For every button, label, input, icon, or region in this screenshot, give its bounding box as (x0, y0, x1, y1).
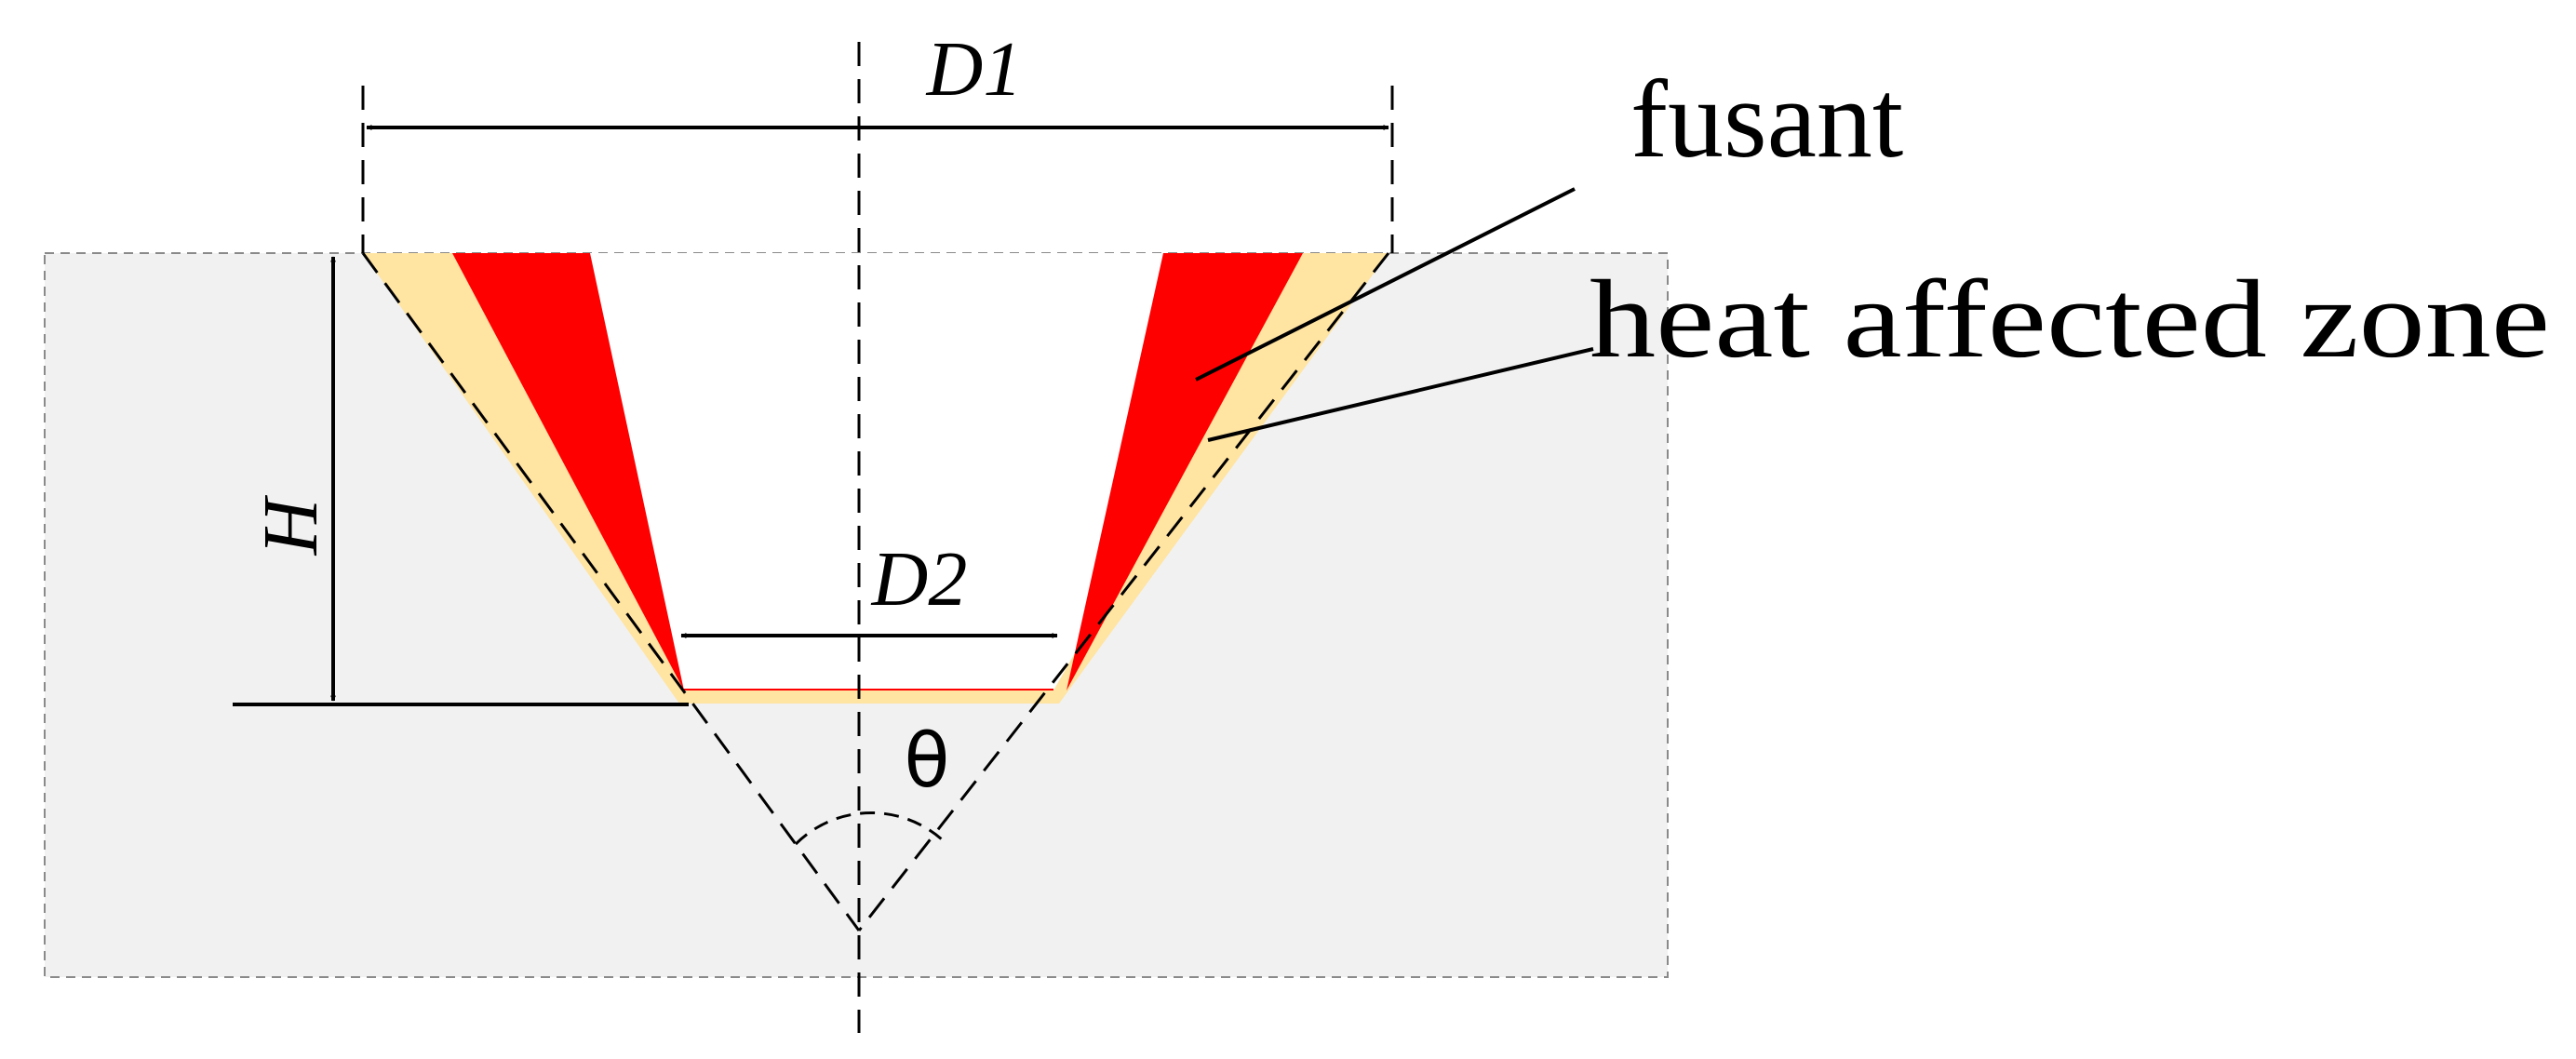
cone-line-right (857, 252, 1390, 932)
h-label: H (248, 494, 334, 556)
fusant-label: fusant (1630, 57, 1903, 181)
heat-affected-zone (363, 253, 1389, 704)
fusant-right-wall (1067, 253, 1303, 690)
haz-bottom (679, 690, 1059, 704)
haz-leader (1207, 347, 1594, 442)
fusant-leader (1195, 187, 1576, 382)
theta-label: θ (905, 717, 950, 804)
haz-label: heat affected zone (1590, 257, 2550, 381)
fusant-region (452, 253, 1303, 690)
d2-label: D2 (871, 536, 968, 623)
d1-label: D1 (926, 26, 1023, 113)
theta-angle-arc (794, 811, 943, 846)
haz-right-wall (1053, 253, 1389, 704)
cone-line-left (361, 252, 861, 932)
haz-left-wall (363, 253, 684, 704)
fusant-left-wall (452, 253, 684, 690)
